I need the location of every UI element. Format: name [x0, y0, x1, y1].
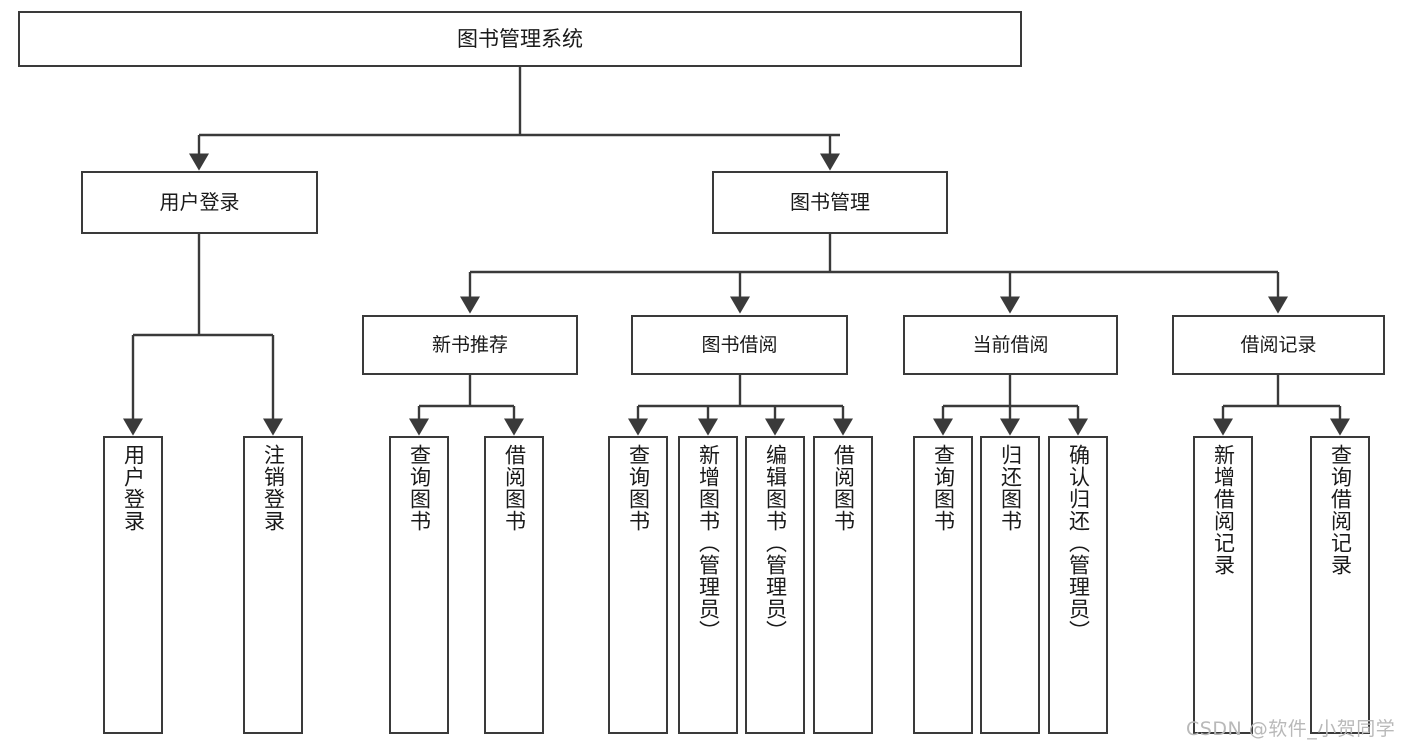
node-book-borrow-label: 图书借阅	[701, 333, 778, 356]
node-leaf-label: 查询图书	[626, 444, 651, 532]
node-leaf-new-book-query[interactable]: 查询图书	[389, 436, 449, 734]
node-leaf-label: 归还图书	[998, 444, 1023, 532]
node-book-borrow[interactable]: 图书借阅	[631, 315, 848, 375]
node-leaf-label: 查询图书	[407, 444, 432, 532]
node-leaf-book-borrow-borrow[interactable]: 借阅图书	[813, 436, 873, 734]
node-leaf-borrow-record-query[interactable]: 查询借阅记录	[1310, 436, 1370, 734]
node-leaf-label: 用户登录	[121, 444, 146, 532]
node-current-borrow[interactable]: 当前借阅	[903, 315, 1118, 375]
node-leaf-label: 确认归还（管理员）	[1066, 444, 1091, 642]
node-new-book-recommend[interactable]: 新书推荐	[362, 315, 578, 375]
node-leaf-label: 新增借阅记录	[1211, 444, 1236, 576]
node-book-management-label: 图书管理	[790, 189, 870, 214]
node-leaf-label: 查询借阅记录	[1328, 444, 1353, 576]
node-leaf-label: 借阅图书	[502, 444, 527, 532]
node-borrow-record-label: 借阅记录	[1240, 333, 1317, 356]
node-leaf-new-book-borrow[interactable]: 借阅图书	[484, 436, 544, 734]
node-current-borrow-label: 当前借阅	[972, 333, 1049, 356]
node-leaf-label: 新增图书（管理员）	[696, 444, 721, 642]
node-user-login[interactable]: 用户登录	[81, 171, 318, 234]
node-leaf-book-borrow-edit[interactable]: 编辑图书（管理员）	[745, 436, 805, 734]
node-leaf-label: 编辑图书（管理员）	[763, 444, 788, 642]
node-leaf-book-borrow-query[interactable]: 查询图书	[608, 436, 668, 734]
node-borrow-record[interactable]: 借阅记录	[1172, 315, 1385, 375]
node-leaf-label: 注销登录	[261, 444, 286, 532]
node-leaf-user-login-logout[interactable]: 注销登录	[243, 436, 303, 734]
node-leaf-label: 查询图书	[931, 444, 956, 532]
node-leaf-label: 借阅图书	[831, 444, 856, 532]
node-leaf-user-login-login[interactable]: 用户登录	[103, 436, 163, 734]
node-book-management[interactable]: 图书管理	[712, 171, 948, 234]
node-user-login-label: 用户登录	[159, 189, 240, 214]
node-root[interactable]: 图书管理系统	[18, 11, 1022, 67]
node-leaf-current-borrow-query[interactable]: 查询图书	[913, 436, 973, 734]
node-leaf-current-borrow-return[interactable]: 归还图书	[980, 436, 1040, 734]
node-root-label: 图书管理系统	[457, 26, 583, 51]
node-leaf-borrow-record-add[interactable]: 新增借阅记录	[1193, 436, 1253, 734]
node-leaf-book-borrow-add[interactable]: 新增图书（管理员）	[678, 436, 738, 734]
node-leaf-current-borrow-confirm[interactable]: 确认归还（管理员）	[1048, 436, 1108, 734]
node-new-book-recommend-label: 新书推荐	[431, 333, 508, 356]
